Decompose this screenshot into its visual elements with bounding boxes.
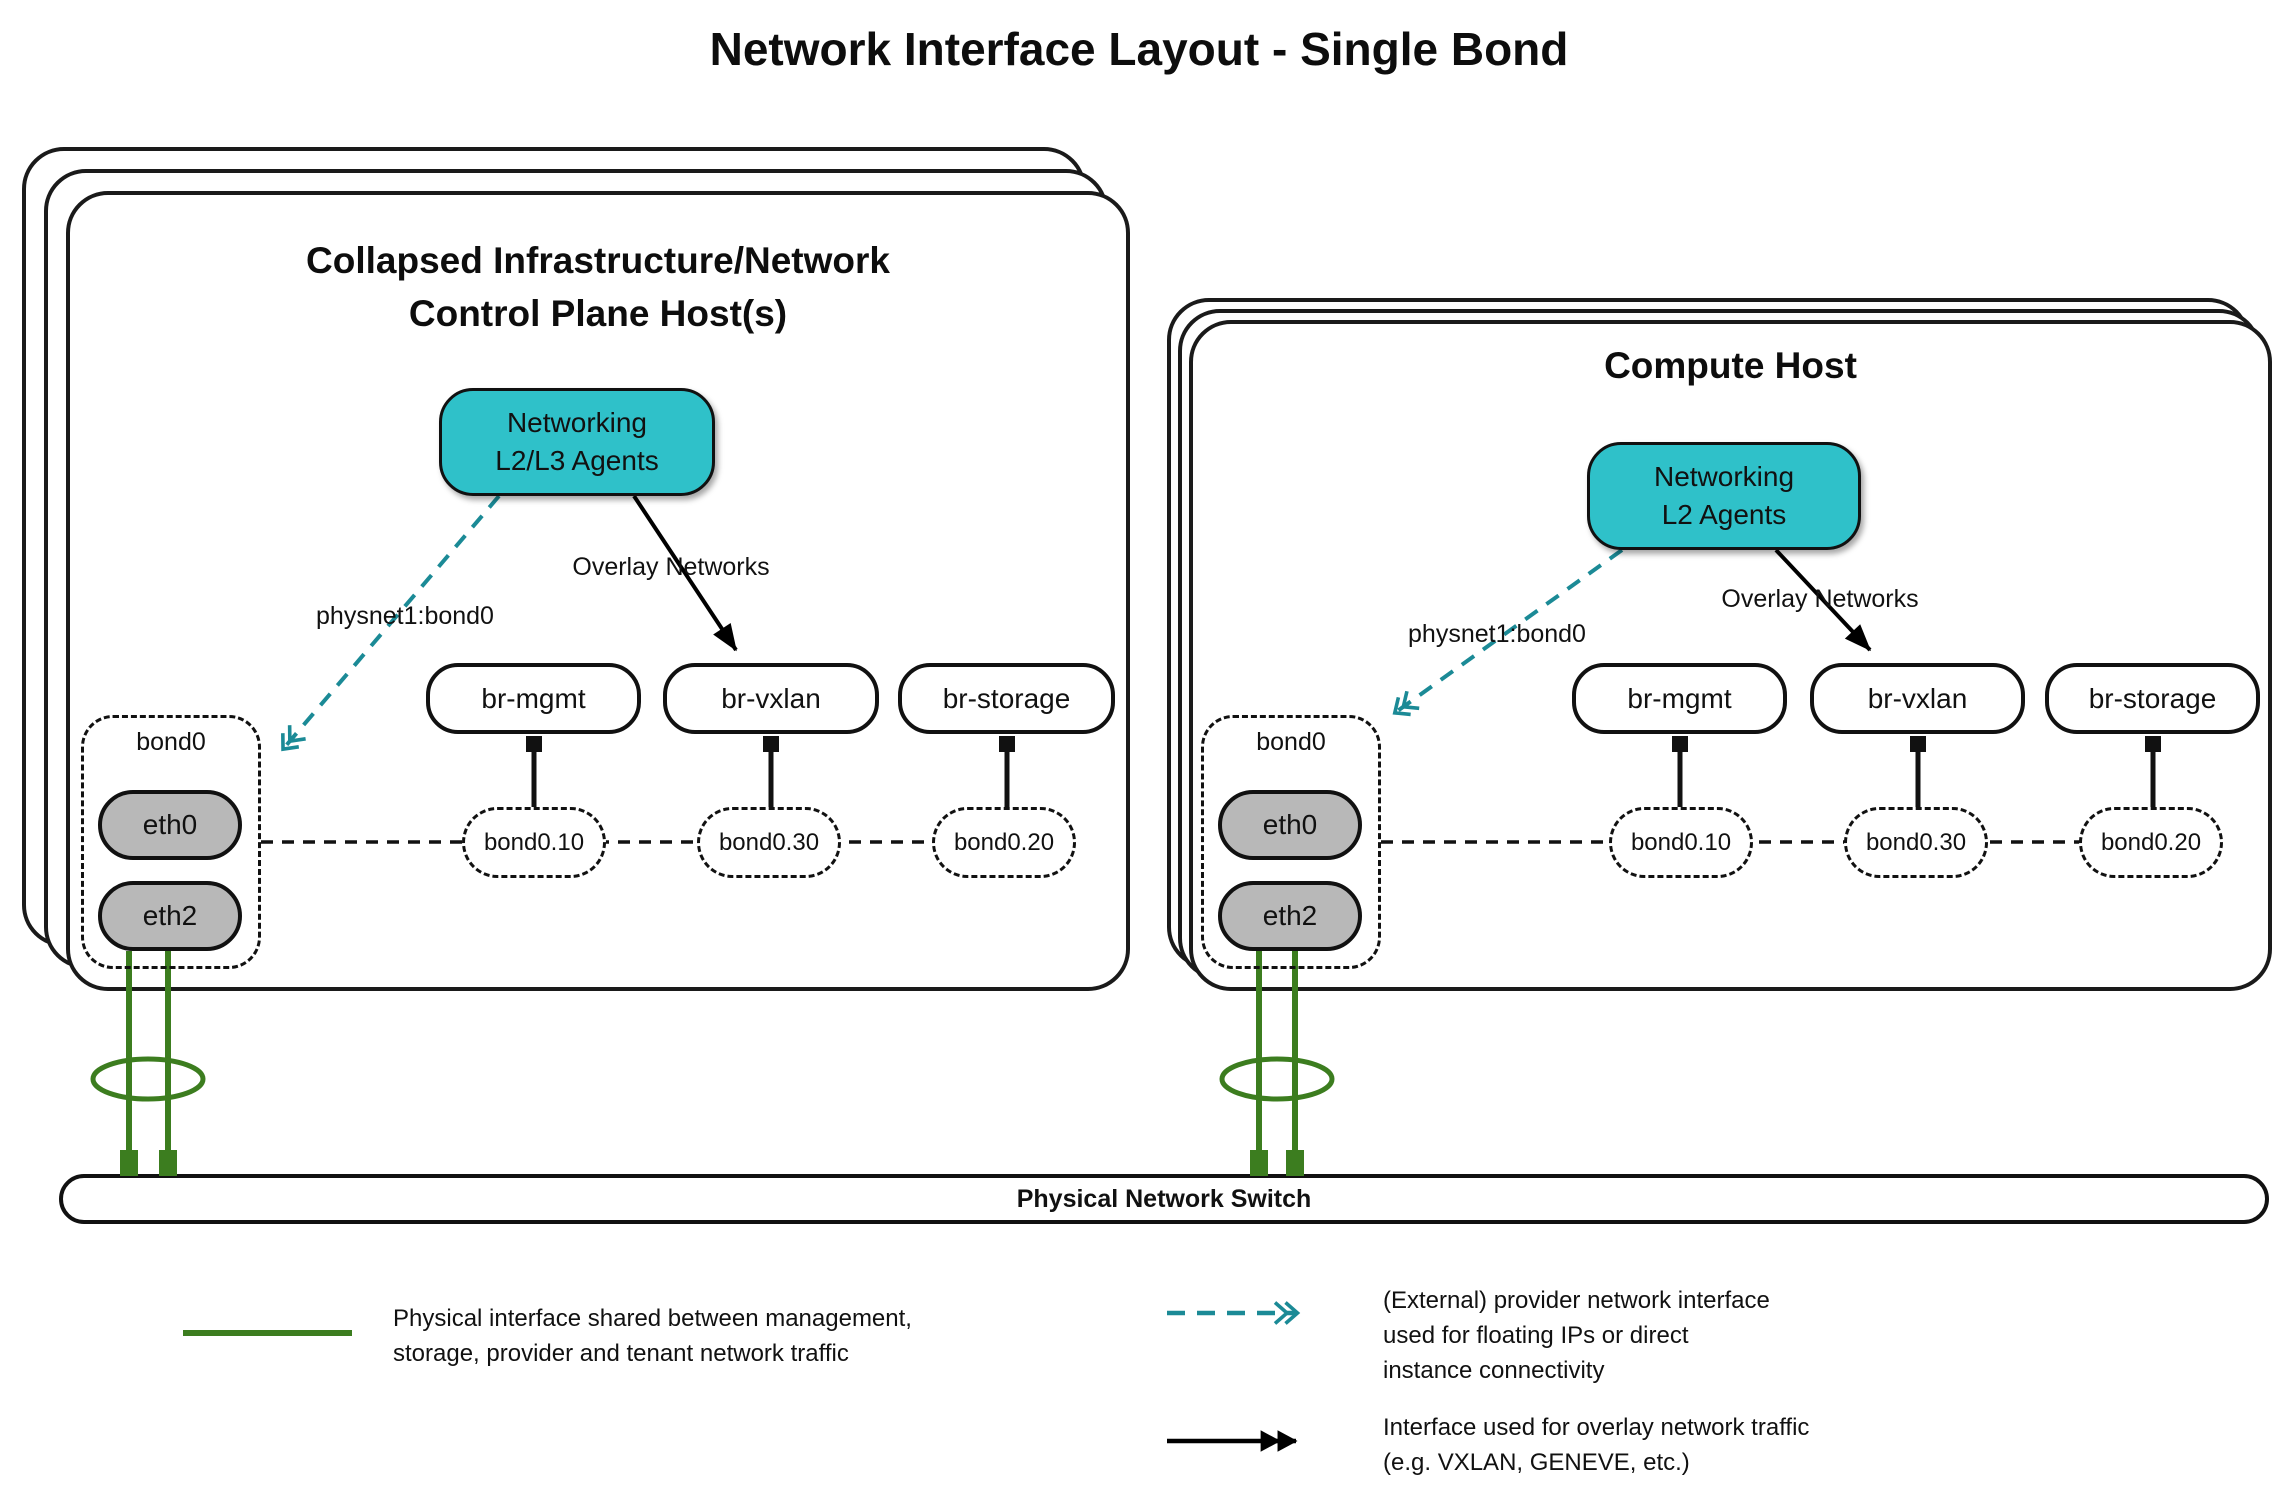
control-host-bond0-label: bond0 [136, 728, 206, 756]
compute-host-networking-agents-node: Networking L2 Agents [1587, 442, 1861, 550]
control-host-title: Collapsed Infrastructure/Network Control… [306, 240, 890, 334]
control-host-vlan-bond0-10: bond0.10 [462, 807, 606, 878]
compute-host-vlan-bond0-10: bond0.10 [1609, 807, 1753, 878]
compute-host-bridge-br-storage: br-storage [2045, 663, 2260, 734]
control-host-overlay-arrow [632, 494, 738, 652]
compute-host-bond-links [1219, 951, 1335, 1176]
compute-host-overlay-label: Overlay Networks [1721, 585, 1919, 613]
physical-network-switch: Physical Network Switch [59, 1174, 2269, 1224]
compute-host-bridge-connectors [1672, 736, 2161, 810]
control-host-overlay-label: Overlay Networks [572, 553, 770, 581]
legend-provider-text: (External) provider network interface us… [1383, 1287, 1770, 1385]
bond-ring-icon [90, 1056, 206, 1102]
control-host-networking-agents-node: Networking L2/L3 Agents [439, 388, 715, 496]
control-host-physnet-label: physnet1:bond0 [316, 602, 494, 630]
compute-host-vlan-bond0-30: bond0.30 [1844, 807, 1988, 878]
physical-network-switch-label: Physical Network Switch [1016, 1184, 1312, 1213]
control-host-nic-eth2: eth2 [98, 881, 242, 951]
compute-host-provider-arrow [1392, 548, 1624, 717]
control-host-bond-links [90, 951, 206, 1176]
control-host-bridge-connectors [526, 736, 1015, 810]
control-host-provider-arrow [281, 494, 501, 752]
compute-host-nic-eth2: eth2 [1218, 881, 1362, 951]
compute-host-nic-eth0: eth0 [1218, 790, 1362, 860]
compute-host-box [1189, 320, 2272, 991]
control-host-bond0-group: bond0 [81, 715, 261, 969]
page-title: Network Interface Layout - Single Bond [709, 23, 1569, 75]
bond-ring-icon [1219, 1056, 1335, 1102]
control-host-nic-eth0: eth0 [98, 790, 242, 860]
compute-host-vlan-bond0-20: bond0.20 [2079, 807, 2223, 878]
legend-overlay-text: Interface used for overlay network traff… [1383, 1414, 1810, 1477]
legend-physical-text: Physical interface shared between manage… [393, 1305, 912, 1368]
compute-host-bridge-br-vxlan: br-vxlan [1810, 663, 2025, 734]
control-host-bridge-br-mgmt: br-mgmt [426, 663, 641, 734]
control-host-vlan-bond0-30: bond0.30 [697, 807, 841, 878]
control-host-vlan-bond0-20: bond0.20 [932, 807, 1076, 878]
compute-host-bond0-label: bond0 [1256, 728, 1326, 756]
compute-host-bond0-group: bond0 [1201, 715, 1381, 969]
control-host-bridge-br-vxlan: br-vxlan [663, 663, 879, 734]
compute-host-overlay-arrow [1774, 548, 1872, 652]
compute-host-physnet-label: physnet1:bond0 [1408, 620, 1586, 648]
control-host-bridge-br-storage: br-storage [898, 663, 1115, 734]
compute-host-bridge-br-mgmt: br-mgmt [1572, 663, 1787, 734]
compute-host-title: Compute Host [1604, 345, 1857, 386]
